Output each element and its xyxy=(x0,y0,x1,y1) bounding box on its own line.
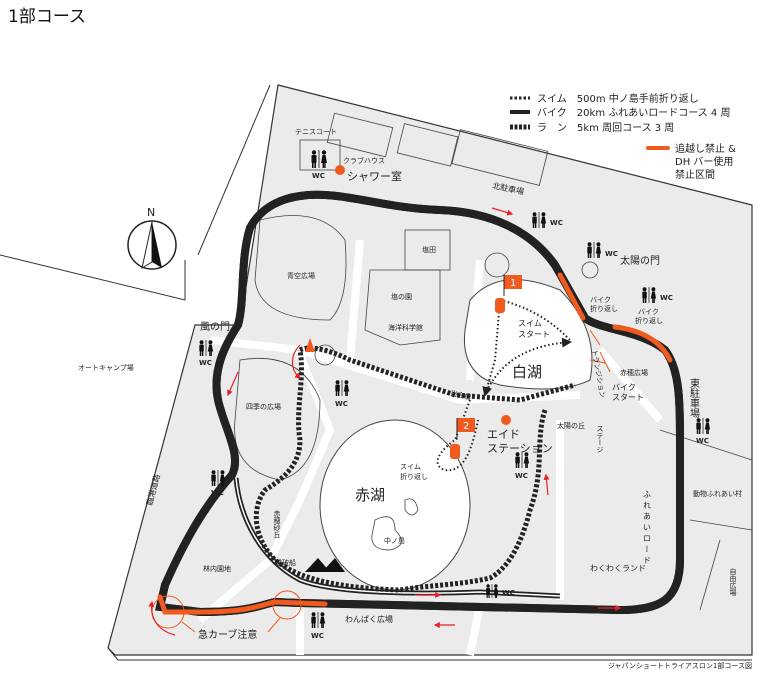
label-bike-turn: バイク xyxy=(638,308,659,316)
svg-text:WC: WC xyxy=(660,294,673,302)
legend-bike: バイク 20km ふれあいロードコース 4 周 xyxy=(537,107,730,119)
svg-text:1: 1 xyxy=(510,278,516,289)
label-bike-start: スタート xyxy=(612,393,644,402)
label-sun-hill: 太陽の丘 xyxy=(557,421,585,430)
outside-road xyxy=(0,254,186,301)
label-stage: ステージ xyxy=(596,425,604,453)
wc-icon: WC xyxy=(587,242,618,258)
wc-icon: WC xyxy=(515,452,530,480)
label-aozora: 青空広場 xyxy=(287,271,315,280)
page-title: 1部コース xyxy=(8,7,86,27)
map-labels: テニスコート クラブハウス シャワー室 北駐車場 塩田 青空広場 塩の園 海洋科… xyxy=(78,128,742,641)
wc-icon: WC xyxy=(335,380,350,408)
shipwreck-icon xyxy=(305,558,345,572)
wc-icon: WC xyxy=(696,418,711,445)
label-swim-start: スイム xyxy=(518,319,542,328)
legend-restricted: 禁止区間 xyxy=(675,169,715,181)
wc-icon: WC xyxy=(532,212,563,228)
legend-run: ラ ン 5km 周回コース 3 周 xyxy=(537,122,674,134)
start-lines xyxy=(589,329,611,373)
nakanoshima-island xyxy=(371,498,419,551)
legend-swim: スイム 500m 中ノ島手前折り返し xyxy=(537,92,699,105)
label-shower: シャワー室 xyxy=(347,169,402,183)
label-auto-camp: オートキャンプ場 xyxy=(78,363,134,372)
svg-text:WC: WC xyxy=(502,589,515,597)
label-nakanoshima: 中ノ島 xyxy=(384,536,405,545)
label-east-parking: 東駐車場 xyxy=(688,377,700,419)
red-lake xyxy=(319,419,471,591)
swim-course xyxy=(436,299,572,472)
label-bike-turn: 折り返し xyxy=(635,316,663,325)
label-free-plaza: 自由広場 xyxy=(729,567,737,597)
label-salt-field: 塩田 xyxy=(422,245,436,254)
compass-label: N xyxy=(147,206,155,219)
legend: スイム 500m 中ノ島手前折り返し バイク 20km ふれあいロードコース 4… xyxy=(510,92,736,181)
north-compass: N xyxy=(127,206,177,270)
park-edge xyxy=(107,647,752,661)
legend-restricted: DH バー使用 xyxy=(675,155,733,168)
wc-icon: WC xyxy=(642,287,673,303)
svg-text:2: 2 xyxy=(463,421,469,432)
svg-text:WC: WC xyxy=(335,400,348,408)
svg-text:WC: WC xyxy=(515,472,528,480)
label-fureai-road: ふれあいロード xyxy=(643,490,652,567)
label-four-seasons: 四季の広場 xyxy=(246,402,281,411)
buoy-icon xyxy=(495,298,505,313)
building-outlines xyxy=(234,112,753,611)
label-salt-garden: 塩の園 xyxy=(391,292,412,301)
label-ako-plaza: 赤穂広場 xyxy=(620,368,648,377)
label-swim-turn: スイム xyxy=(400,463,421,471)
label-marine-museum: 海洋科学館 xyxy=(388,323,423,332)
label-red-lake: 赤湖 xyxy=(355,486,385,504)
map-caption: ジャパンショートトライアスロン1部コース図 xyxy=(608,661,752,670)
label-aid-station: ステーション xyxy=(487,442,553,455)
direction-arrows xyxy=(148,207,622,636)
label-shipwreck: 難破船 xyxy=(275,558,296,567)
legend-restricted: 追越し禁止 & xyxy=(675,142,736,155)
wc-icon: WC xyxy=(199,340,214,367)
label-wind-gate: 風の門 xyxy=(200,321,230,333)
aid-station-marker xyxy=(501,415,511,425)
label-bike-turn: バイク xyxy=(590,296,611,304)
label-swim-turn: 折り返し xyxy=(400,472,428,481)
buoy-icon xyxy=(450,444,460,459)
label-white-lake: 白湖 xyxy=(512,363,542,381)
run-course xyxy=(253,345,576,593)
label-ako-dune: 赤穂砂丘 xyxy=(273,510,281,538)
shower-location-marker xyxy=(335,165,345,175)
svg-text:WC: WC xyxy=(550,219,563,227)
label-wanpaku: わんぱく広場 xyxy=(345,614,393,624)
wc-markers: WC WC WC WC WC WC WC WC WC WC WC xyxy=(199,150,711,640)
label-animal-village: 動物ふれあい村 xyxy=(693,489,742,498)
svg-text:WC: WC xyxy=(696,437,709,445)
label-wakuwaku: わくわくランド xyxy=(590,564,646,573)
svg-text:WC: WC xyxy=(312,172,325,180)
wc-icon: WC xyxy=(311,612,326,640)
svg-text:WC: WC xyxy=(605,250,618,258)
svg-text:WC: WC xyxy=(311,632,324,640)
cone-icon xyxy=(305,338,315,352)
flag-1: 1 xyxy=(495,275,522,313)
svg-text:WC: WC xyxy=(199,359,212,367)
label-sun-gate: 太陽の門 xyxy=(620,254,660,267)
label-clubhouse: クラブハウス xyxy=(343,156,385,165)
outside-road xyxy=(197,84,271,256)
label-swim-start: スタート xyxy=(518,330,550,339)
svg-text:WC: WC xyxy=(211,489,224,497)
label-sharp-curve: 急カーブ注意 xyxy=(198,628,257,641)
flag-2: 2 xyxy=(450,418,475,459)
sharp-curve-circles xyxy=(151,590,302,633)
label-bike-turn: 折り返し xyxy=(590,304,618,313)
wc-icon: WC xyxy=(211,470,226,497)
label-forest: 林内園地 xyxy=(203,564,231,573)
label-tennis: テニスコート xyxy=(295,128,337,136)
wc-icon: WC xyxy=(311,150,327,180)
label-bike-start: バイク xyxy=(612,383,636,392)
label-aid-station: エイド xyxy=(487,428,520,441)
wc-icon: WC xyxy=(486,584,515,598)
